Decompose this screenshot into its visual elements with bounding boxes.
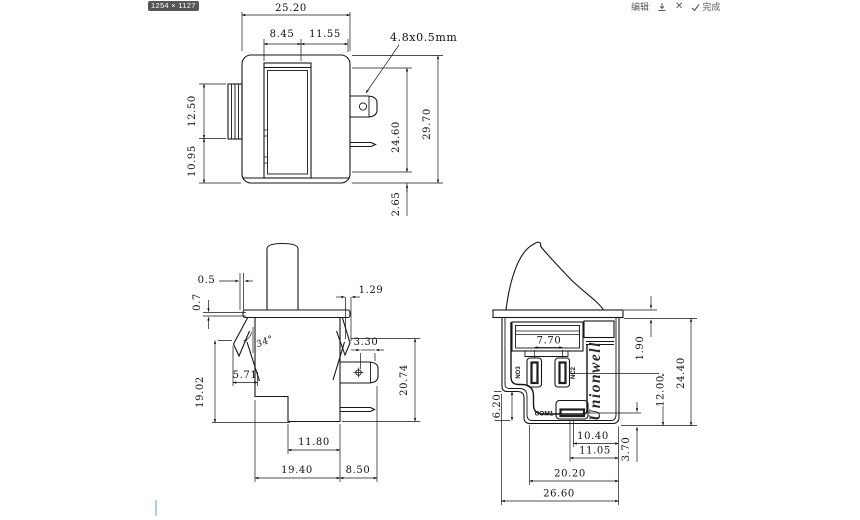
done-label: 完成 — [702, 2, 721, 12]
terminal-blade-top — [350, 95, 378, 118]
dim-flange-thickness: 0.7 — [192, 293, 203, 311]
dim-terminal-length: 8.50 — [346, 465, 371, 476]
dim-notch-height: 6.20 — [492, 394, 503, 419]
viewer-toolbar: 编辑 ✕ 完成 — [631, 1, 720, 13]
plunger-channel — [263, 62, 312, 179]
terminal-label-nc: NC2 — [571, 366, 577, 379]
switch-body-outline — [501, 317, 620, 425]
terminal-slot-no — [526, 357, 543, 388]
dim-total-height: 29.70 — [422, 108, 433, 140]
image-size-badge: 1254 × 1127 — [148, 1, 199, 11]
done-button[interactable]: 完成 — [691, 2, 720, 12]
dim-inner-height: 24.60 — [391, 121, 402, 153]
dim-lower-height: 10.95 — [187, 145, 198, 177]
terminal-hole — [358, 102, 368, 111]
terminal-slot-com — [555, 399, 589, 420]
mounting-flange — [242, 309, 351, 319]
mounting-flange — [492, 309, 624, 319]
view-front-section: 0.5 0.7 1.29 34° 3.30 5.71 19.02 — [192, 242, 420, 482]
switch-body-outline — [254, 317, 341, 423]
terminal-label-no: NO3 — [516, 366, 522, 379]
terminal-blade-thin — [340, 406, 376, 413]
brand-logo: Unionwell — [587, 341, 604, 421]
dim-foot-offset: 2.65 — [391, 192, 402, 217]
dim-right-width: 11.55 — [309, 29, 341, 40]
dim-base-width: 11.80 — [298, 437, 330, 448]
edit-button[interactable]: 编辑 — [631, 2, 650, 12]
view-bottom: Unionwell NO3 NC2 COM1 7.70 6.20 — [492, 241, 697, 505]
close-icon[interactable]: ✕ — [675, 1, 684, 12]
view-top-side: 25.20 8.45 11.55 4.8x0.5mm 12.50 10.95 2… — [187, 3, 457, 216]
dim-com-to-edge: 10.40 — [577, 431, 609, 442]
dim-total-width: 26.60 — [543, 489, 575, 500]
latch-right — [332, 317, 351, 381]
dim-hole-offset: 3.30 — [354, 337, 379, 348]
dim-body-width: 19.40 — [281, 465, 313, 476]
plunger — [266, 242, 299, 310]
check-icon — [691, 3, 700, 11]
dim-lip-offset: 0.5 — [198, 275, 216, 286]
download-icon[interactable] — [657, 2, 667, 12]
dim-overall-depth: 24.40 — [676, 357, 687, 389]
dim-com-offset: 3.70 — [621, 437, 632, 462]
terminal-blade-thin — [350, 141, 377, 148]
dim-com-outer: 11.05 — [579, 446, 611, 457]
side-button — [227, 83, 243, 140]
dim-com-depth: 12.00 — [656, 375, 667, 407]
rubber-boot-fin — [505, 241, 605, 311]
corner-block — [583, 320, 615, 339]
switch-body-outline — [241, 54, 351, 184]
dim-overall-height: 20.74 — [399, 364, 410, 396]
dim-latch-reach: 5.71 — [233, 370, 258, 381]
dim-slot-pitch: 7.70 — [537, 336, 562, 347]
dim-body-height: 19.02 — [195, 376, 206, 408]
terminal-slot-nc — [554, 357, 571, 388]
dim-left-width: 8.45 — [270, 29, 295, 40]
dim-step-width: 20.20 — [554, 469, 586, 480]
dim-button-height: 12.50 — [187, 95, 198, 127]
dim-latch-angle: 34° — [255, 334, 275, 350]
dim-total-width: 25.20 — [275, 3, 307, 14]
dim-terminal-note: 4.8x0.5mm — [390, 31, 457, 44]
dim-latch-overhang: 1.29 — [359, 285, 384, 296]
terminal-blade-side — [340, 361, 379, 384]
text-cursor — [155, 500, 157, 516]
dim-flange-lip: 1.90 — [635, 336, 646, 361]
terminal-label-com: COM1 — [535, 411, 554, 418]
